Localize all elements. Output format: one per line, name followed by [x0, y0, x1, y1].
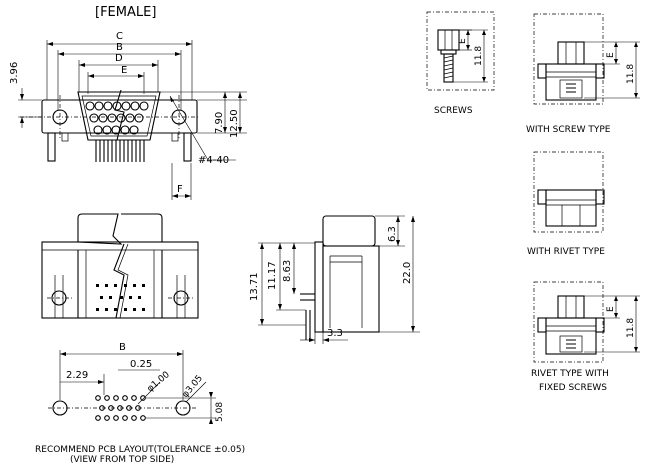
pcb-pad-grid — [95, 395, 146, 421]
with-screw-dim-e: E — [606, 52, 616, 58]
pcb-dim-d100-label: φ1.00 — [146, 370, 173, 395]
pcb-dim-b-label: B — [119, 342, 126, 353]
side-shell — [322, 215, 376, 247]
dim-220-label: 22.0 — [402, 262, 413, 284]
with-screw-hex-head — [557, 41, 585, 65]
side-view: 13.71 11.17 8.63 6.3 22.0 3.3 — [249, 215, 420, 344]
with-screw-label: WITH SCREW TYPE — [526, 125, 611, 135]
front-view: C B D E — [9, 31, 247, 200]
side-body — [322, 245, 380, 333]
pcb-dim-508-label: 5.08 — [215, 402, 225, 422]
rivet-fixed-dim-h: 11.8 — [626, 318, 636, 338]
pcb-caption-line1: RECOMMEND PCB LAYOUT(TOLERANCE ±0.05) — [35, 445, 245, 455]
rivet-fixed-label-line1: RIVET TYPE WITH — [531, 369, 609, 379]
pcb-dim-025-label: 0.25 — [130, 359, 152, 370]
dim-f-label: F — [177, 184, 183, 195]
dim-e-label: E — [121, 65, 127, 76]
screws-frame — [426, 11, 495, 91]
bottom-pin-grid — [96, 284, 145, 311]
dim-b-label: B — [116, 42, 123, 53]
dim-d-label: D — [115, 53, 123, 64]
rivet-fixed-dim-e: E — [606, 306, 616, 312]
pcb-layout: B 0.25 2.29 φ1.00 φ3.05 — [35, 342, 245, 465]
pin-holes — [85, 101, 149, 135]
dim-863-label: 8.63 — [282, 260, 293, 282]
dim-396-label: 3.96 — [9, 62, 20, 84]
dim-1117-label: 11.17 — [267, 261, 278, 290]
dim-c-label: C — [116, 31, 123, 42]
screws-dim-h: 11.8 — [474, 46, 484, 66]
with-screw-dim-h: 11.8 — [626, 64, 636, 84]
drawing-title: [FEMALE] — [95, 5, 156, 20]
pcb-pins — [95, 140, 145, 162]
with-rivet-type-detail: WITH RIVET TYPE — [527, 151, 605, 257]
rivet-fixed-body — [545, 317, 597, 355]
dim-63-label: 6.3 — [387, 226, 398, 242]
with-rivet-label: WITH RIVET TYPE — [527, 247, 605, 257]
with-rivet-frame — [533, 151, 604, 233]
thread-note: #4-40 — [198, 155, 229, 166]
with-rivet-body — [545, 189, 597, 227]
rivet-fixed-frame — [533, 281, 604, 363]
screw-hex-head — [437, 29, 460, 51]
d-shell — [77, 91, 161, 141]
dim-790-label: 7.90 — [214, 112, 225, 134]
pcb-dim-229-label: 2.29 — [66, 370, 88, 381]
screws-label: SCREWS — [434, 106, 473, 116]
rivet-fixed-label-line2: FIXED SCREWS — [539, 383, 607, 393]
board-lock-left — [47, 132, 56, 162]
with-screw-body — [545, 63, 597, 101]
dim-33-label: 3.3 — [327, 328, 343, 339]
dim-1250-label: 12.50 — [229, 109, 240, 138]
screws-dim-e: E — [458, 38, 468, 44]
screws-detail: E 11.8 SCREWS — [426, 11, 495, 116]
bottom-view — [41, 213, 199, 319]
rivet-fixed-screws-detail: E 11.8 RIVET TYPE WITH FIXED SCREWS — [531, 281, 640, 393]
pcb-caption-line2: (VIEW FROM TOP SIDE) — [70, 455, 174, 465]
front-flange — [41, 99, 198, 134]
board-lock-right — [183, 132, 192, 162]
rivet-fixed-hex-head — [557, 295, 585, 319]
with-screw-frame — [533, 13, 604, 105]
with-screw-type-detail: E 11.8 WITH SCREW TYPE — [526, 13, 640, 135]
dim-1371-label: 13.71 — [249, 272, 260, 301]
